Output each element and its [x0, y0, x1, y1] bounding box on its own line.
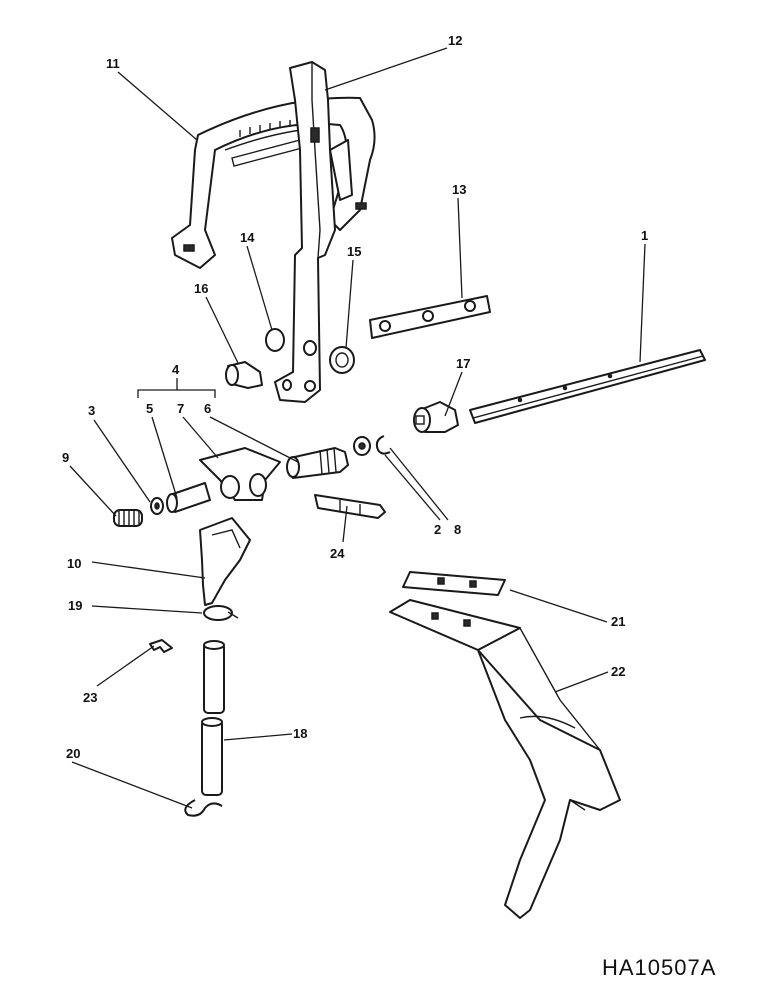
callout-15: 15 — [347, 244, 361, 259]
spout-22 — [389, 599, 621, 919]
knob-17 — [413, 401, 459, 433]
callout-13: 13 — [452, 182, 466, 197]
lever — [274, 61, 353, 403]
callout-8: 8 — [454, 522, 461, 537]
callout-7: 7 — [177, 401, 184, 416]
washer-3 — [150, 497, 164, 515]
callout-9: 9 — [62, 450, 69, 465]
spring-clip-20 — [184, 799, 223, 817]
clip-8 — [375, 435, 391, 455]
gear-shaft-6 — [286, 447, 349, 479]
callout-3: 3 — [88, 403, 95, 418]
callout-1: 1 — [641, 228, 648, 243]
callout-20: 20 — [66, 746, 80, 761]
shim-21 — [402, 571, 506, 596]
clamp-19 — [203, 605, 239, 621]
callout-19: 19 — [68, 598, 82, 613]
clip-23 — [149, 639, 173, 653]
callout-22: 22 — [611, 664, 625, 679]
plate-24 — [314, 494, 386, 519]
callout-2: 2 — [434, 522, 441, 537]
callout-labels: 1 2 3 4 5 6 7 8 9 10 11 12 13 14 15 16 1… — [62, 33, 648, 761]
tube-18 — [201, 640, 225, 796]
callout-5: 5 — [146, 401, 153, 416]
bracket-7 — [199, 447, 281, 501]
bar-1 — [469, 349, 706, 424]
pin-16 — [225, 361, 263, 389]
washer-15 — [329, 346, 355, 374]
callout-6: 6 — [204, 401, 211, 416]
spring-9 — [113, 509, 143, 527]
callout-4: 4 — [172, 362, 180, 377]
bushing-14 — [265, 328, 285, 352]
callout-24: 24 — [330, 546, 345, 561]
drawing-code: HA10507A — [602, 955, 716, 980]
leader-lines — [69, 47, 646, 809]
callout-18: 18 — [293, 726, 307, 741]
callout-14: 14 — [240, 230, 255, 245]
bushing-5 — [166, 482, 211, 513]
callout-21: 21 — [611, 614, 625, 629]
callout-17: 17 — [456, 356, 470, 371]
callout-16: 16 — [194, 281, 208, 296]
callout-23: 23 — [83, 690, 97, 705]
washer-2 — [353, 436, 371, 456]
callout-10: 10 — [67, 556, 81, 571]
boot-10 — [199, 517, 251, 606]
plate-13 — [369, 295, 491, 339]
callout-11: 11 — [106, 56, 120, 71]
callout-12: 12 — [448, 33, 462, 48]
